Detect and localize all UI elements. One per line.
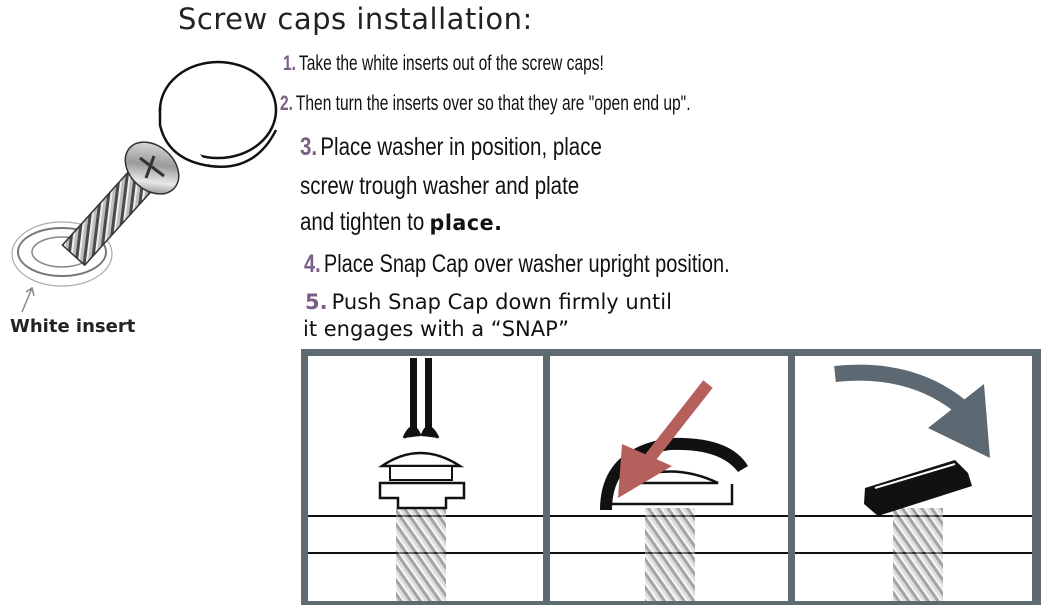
step-3-number: 3. (300, 133, 318, 161)
panel-1 (308, 356, 543, 601)
cap-icon (158, 60, 278, 168)
step-2: 2.Then turn the inserts over so that the… (280, 92, 691, 116)
panel-3 (795, 356, 1032, 601)
step-5-text: Push Snap Cap down firmly until (331, 290, 672, 314)
page-title: Screw caps installation: (178, 2, 533, 36)
step-4: 4.Place Snap Cap over washer upright pos… (304, 250, 730, 279)
screw-cap-illustration (11, 60, 278, 313)
curved-arrow-icon (834, 364, 990, 458)
installation-panels (301, 349, 1041, 605)
step-1-text: Take the white inserts out of the screw … (298, 52, 604, 75)
step-3-text: Place washer in position, place (320, 133, 602, 161)
step-2-text: Then turn the inserts over so that they … (295, 92, 691, 115)
step-3-line-3-text: and tighten to (300, 208, 425, 236)
white-insert-label: White insert (10, 316, 136, 337)
step-4-number: 4. (304, 250, 321, 278)
step-3-line-2: screw trough washer and plate (300, 172, 580, 200)
step-1-number: 1. (283, 52, 296, 75)
screwdriver-icon (402, 358, 440, 439)
step-3-line-3: and tighten to place. (300, 208, 502, 237)
screw-icon (61, 141, 180, 267)
step-3: 3.Place washer in position, place (300, 133, 602, 162)
step-5-line-2: it engages with a “SNAP” (303, 317, 570, 341)
step-5: 5.Push Snap Cap down firmly until (305, 290, 672, 314)
panel-2 (550, 356, 788, 601)
step-1: 1.Take the white inserts out of the scre… (283, 52, 604, 76)
step-5-number: 5. (305, 290, 328, 314)
step-3-line-3-bold: place. (429, 211, 503, 235)
step-4-text: Place Snap Cap over washer upright posit… (323, 250, 730, 278)
step-2-number: 2. (280, 92, 293, 115)
pointer-arrow-icon (21, 286, 35, 313)
red-arrow-icon (618, 380, 713, 498)
